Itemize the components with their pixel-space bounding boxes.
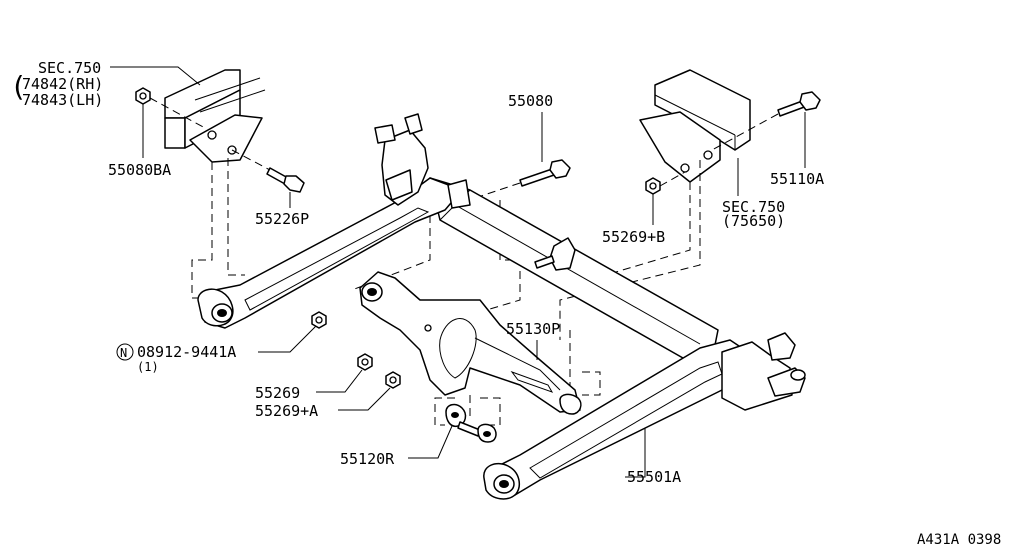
label-55120r: 55120R (340, 450, 395, 468)
label-74842-rh: 74842(RH) (22, 75, 103, 93)
label-55501a: 55501A (627, 468, 681, 486)
footer-code: A431A 0398 (917, 532, 1001, 548)
leader-lines (110, 66, 806, 478)
label-qty-1: (1) (137, 360, 159, 374)
nut-55080ba (135, 87, 206, 129)
label-55110a: 55110A (770, 170, 824, 188)
nut-symbol-letter: N (120, 346, 127, 360)
open-paren-left: ( (10, 70, 27, 103)
nut-08912-9441a (311, 311, 327, 329)
label-08912-9441a: 08912-9441A (137, 343, 236, 361)
bolt-55080 (477, 159, 571, 198)
nut-55269a (385, 371, 401, 389)
left-knuckle (374, 113, 471, 209)
label-55269: 55269 (255, 384, 300, 402)
nut-55269b (645, 171, 686, 195)
member-55130p (359, 237, 582, 415)
label-55080ba: 55080BA (108, 161, 171, 179)
nut-55269 (357, 353, 373, 371)
label-55226p: 55226P (255, 210, 309, 228)
label-55269b: 55269+B (602, 228, 665, 246)
bolt-55226p (231, 149, 305, 193)
label-sec750-right: SEC.750 (722, 198, 785, 216)
label-55080: 55080 (508, 92, 553, 110)
nut-symbol-n: N (116, 343, 134, 361)
left-trailing-arm (197, 177, 463, 329)
right-knuckle (721, 332, 806, 411)
bolt-55110a (711, 91, 821, 151)
label-74843-lh: 74843(LH) (22, 91, 103, 109)
right-side-member (639, 69, 751, 183)
lateral-link-55120r (445, 403, 497, 443)
label-75650: (75650) (722, 212, 785, 230)
label-55269a: 55269+A (255, 402, 318, 420)
left-side-member (164, 69, 266, 163)
part-labels: SEC.750 ( 74842(RH) 74843(LH) 55080BA 55… (10, 59, 1001, 548)
label-sec750-left: SEC.750 (38, 59, 101, 77)
label-55130p: 55130P (506, 320, 560, 338)
